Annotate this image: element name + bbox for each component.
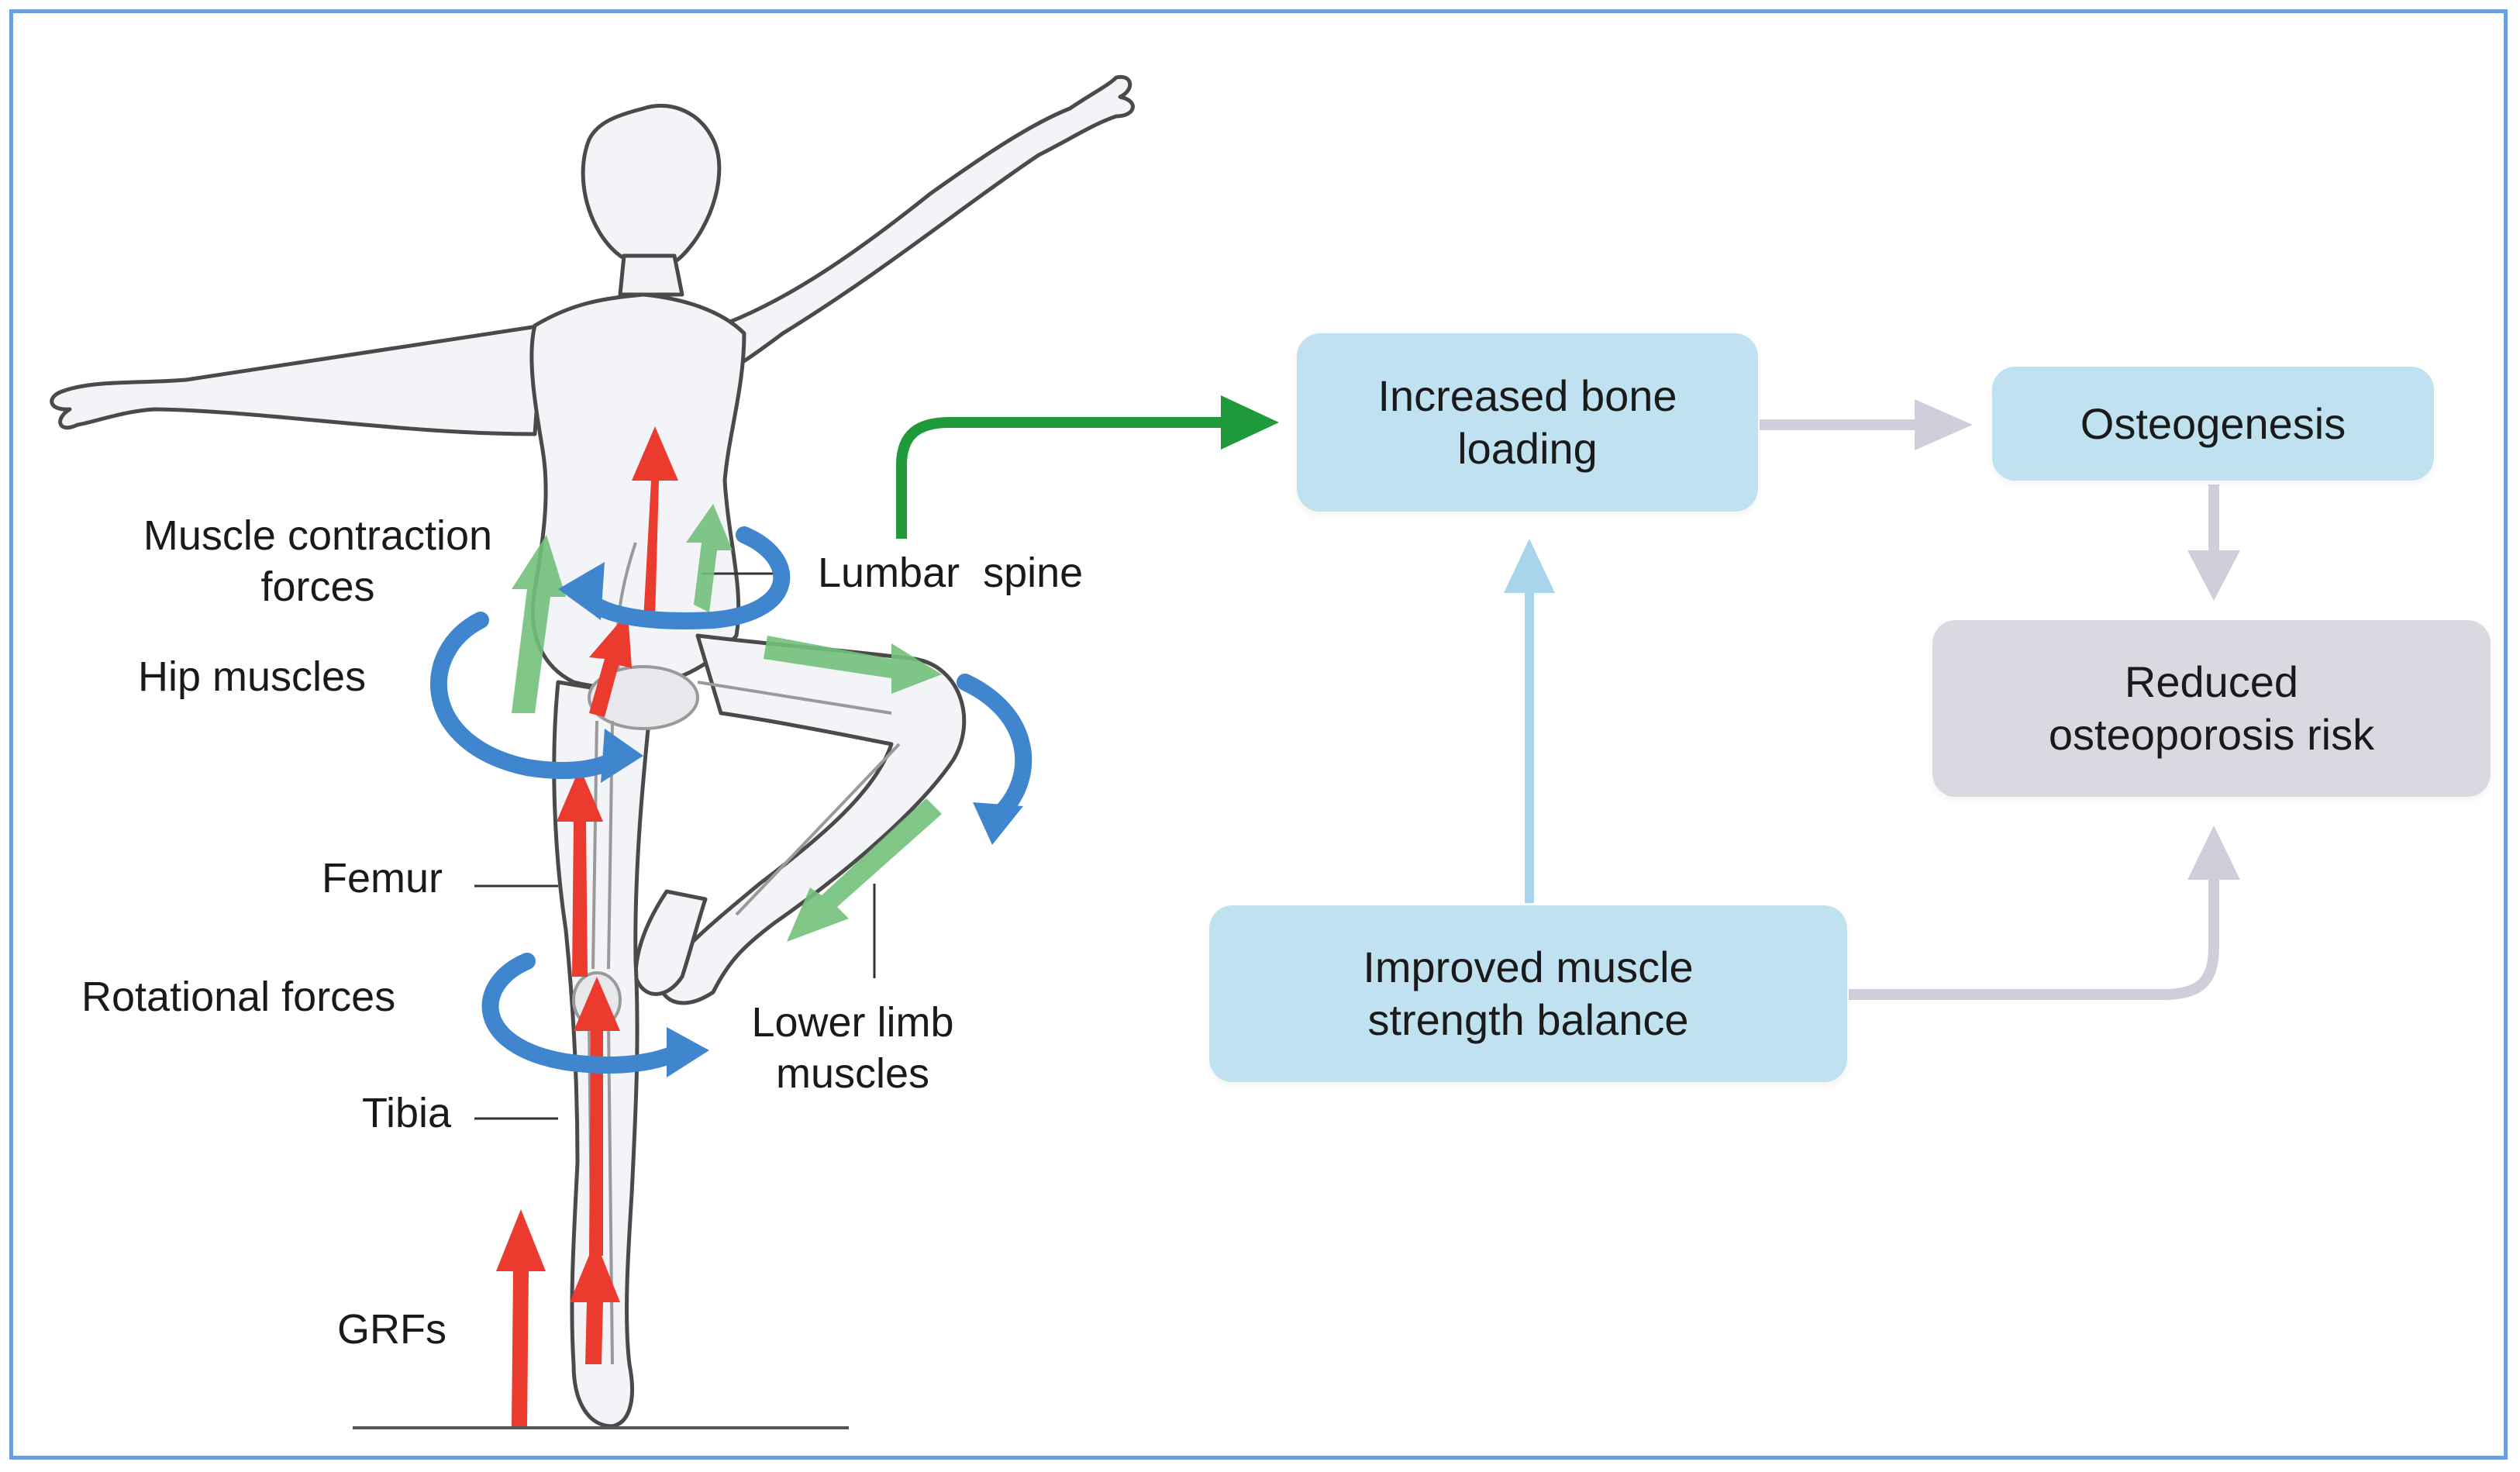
muscle-arrow-left-torso xyxy=(512,535,566,713)
box-osteogenesis: Osteogenesis xyxy=(1992,367,2434,481)
rotation-arrow-lumbar xyxy=(573,526,791,629)
muscle-arrow-shin xyxy=(787,798,942,942)
red-arrow-grf-2 xyxy=(570,1240,620,1364)
muscle-force-arrows xyxy=(512,504,942,942)
red-arrow-hip xyxy=(589,612,632,717)
box-increased-bone-loading-line1: Increased bone xyxy=(1377,371,1677,420)
label-tibia: Tibia xyxy=(362,1090,452,1136)
rotation-arrows xyxy=(429,526,1032,1074)
box-reduced-osteoporosis-risk: Reduced osteoporosis risk xyxy=(1932,620,2491,797)
red-arrow-tibia xyxy=(574,977,620,1256)
flow-arrows xyxy=(896,395,2240,1000)
box-increased-bone-loading-line2: loading xyxy=(1457,424,1598,473)
red-arrow-grf-1 xyxy=(496,1209,546,1426)
box-reduced-risk-line2: osteoporosis risk xyxy=(2048,710,2375,759)
label-muscle-contraction-line2: forces xyxy=(260,564,375,610)
red-arrow-spine xyxy=(632,426,678,620)
rotation-arrow-knee xyxy=(957,674,1032,822)
label-femur: Femur xyxy=(322,855,443,901)
label-lower-limb-line1: Lower limb xyxy=(751,999,954,1046)
green-arrow-to-bone-loading xyxy=(896,417,1225,539)
label-rotational-forces: Rotational forces xyxy=(81,974,396,1020)
label-muscle-contraction-line1: Muscle contraction xyxy=(143,512,493,559)
arrow-muscle-to-risk xyxy=(1849,872,2219,1000)
ground-reaction-arrows xyxy=(496,426,678,1426)
muscle-arrow-thigh xyxy=(764,636,942,694)
box-improved-muscle-line2: strength balance xyxy=(1367,995,1689,1044)
box-reduced-risk-line1: Reduced xyxy=(2124,657,2299,706)
rotation-arrow-hip xyxy=(429,612,629,779)
box-increased-bone-loading: Increased bone loading xyxy=(1297,333,1758,512)
red-arrow-femur xyxy=(557,767,603,977)
label-lower-limb-line2: muscles xyxy=(775,1050,930,1097)
label-hip-muscles: Hip muscles xyxy=(138,653,367,700)
box-improved-muscle-line1: Improved muscle xyxy=(1363,943,1694,991)
label-muscle-contraction: Muscle contraction forces xyxy=(116,510,519,612)
muscle-arrow-center-torso xyxy=(686,504,733,612)
label-lower-limb-muscles: Lower limb muscles xyxy=(721,997,984,1099)
label-grfs: GRFs xyxy=(337,1306,446,1353)
rotation-arrowheads xyxy=(558,562,1023,1077)
rotation-arrow-tibia xyxy=(481,953,691,1074)
box-improved-muscle-strength: Improved muscle strength balance xyxy=(1209,905,1847,1082)
box-osteogenesis-label: Osteogenesis xyxy=(2080,398,2346,448)
label-lumbar-spine: Lumbar spine xyxy=(818,550,1084,596)
